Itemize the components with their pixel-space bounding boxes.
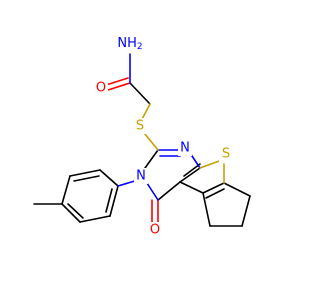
bond-tolyl-2-3-inner: [73, 175, 100, 182]
bond-ch2-carbonyl: [129, 82, 151, 105]
bond-c5-c6-inner: [205, 188, 225, 199]
atom-label-thioether-sulfur: S: [136, 119, 144, 134]
carbon-bonds: [33, 82, 251, 227]
bond-c4a-c5: [179, 181, 204, 194]
bond-tolyl-5-6: [79, 215, 111, 223]
atom-label-nh2-main: NH: [117, 36, 137, 51]
bond-ch2a-ch2b: [241, 195, 251, 227]
bond-ch2c-c5: [202, 192, 211, 227]
atom-labels: NH2 O S N S N O: [94, 34, 233, 238]
bond-tolyl-4-5: [61, 203, 81, 223]
atom-label-thiophene-sulfur: S: [222, 147, 230, 162]
bond-tolyl-4-5-inner: [67, 203, 84, 219]
atom-label-amide-oxygen: O: [96, 81, 106, 96]
bond-c4a-c8a-inner: [183, 163, 201, 177]
oxygen-bonds: [105, 77, 159, 223]
bond-c6-ch2a: [223, 182, 251, 197]
nitrogen-bonds: [117, 53, 201, 201]
bond-amide-co-outer: [107, 82, 131, 91]
bond-tolyl-6-1-inner: [105, 188, 113, 213]
bond-tolyl-2-3: [69, 169, 101, 177]
atom-label-nh2: NH2: [117, 36, 142, 53]
bond-c8a-s-thiophene: [199, 159, 223, 169]
bond-c4-c4a: [157, 181, 181, 201]
bond-amide-co-inner: [105, 77, 129, 86]
atom-label-ring-nitrogen-substituted: N: [136, 169, 146, 184]
molecule-structure: NH2 O S N S N O: [33, 34, 251, 238]
bond-c2-n3: [144, 149, 159, 169]
bond-tolyl-1-2: [99, 169, 119, 187]
bond-c5-c6: [202, 182, 225, 194]
atom-label-ketone-oxygen: O: [150, 223, 160, 238]
bond-tolyl-3-4: [61, 175, 71, 205]
atom-label-ring-nitrogen-top: N: [180, 141, 190, 156]
atom-label-nh2-subscript: 2: [137, 42, 143, 52]
bond-tolyl-6-1: [109, 185, 119, 217]
bond-c4a-c8a: [179, 167, 201, 183]
